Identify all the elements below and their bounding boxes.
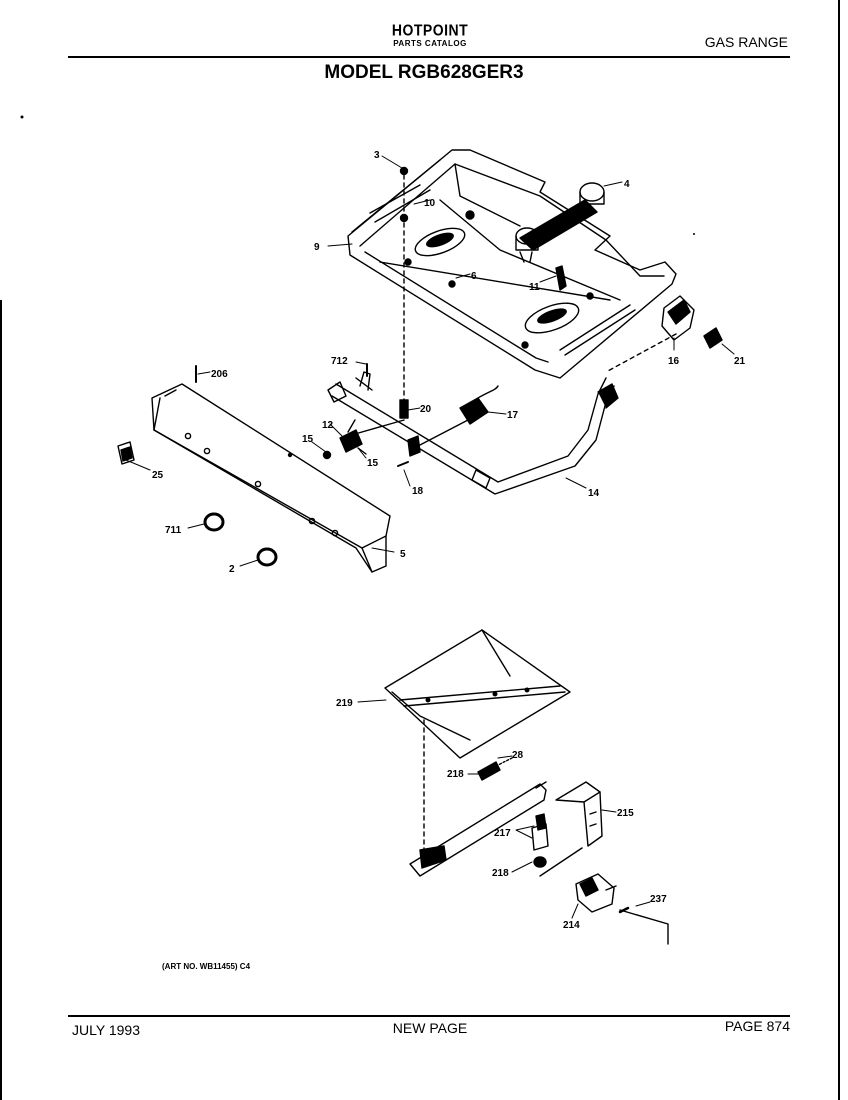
control-panel bbox=[151, 383, 391, 573]
page-edge-right bbox=[838, 0, 840, 1100]
screw bbox=[481, 771, 487, 777]
header-rule bbox=[68, 56, 790, 58]
screw bbox=[399, 166, 409, 176]
callout-21: 21 bbox=[734, 356, 746, 367]
callout-18: 18 bbox=[412, 486, 424, 497]
screw bbox=[397, 461, 409, 467]
callout-711: 711 bbox=[165, 525, 182, 536]
gas-manifold-pipe bbox=[327, 371, 619, 495]
screw bbox=[399, 213, 409, 223]
grommet-ring bbox=[256, 547, 278, 567]
callout-2: 2 bbox=[229, 564, 235, 575]
callout-218: 218 bbox=[447, 769, 464, 780]
scan-speck bbox=[693, 233, 695, 235]
scan-speck bbox=[20, 115, 24, 119]
callout-217: 217 bbox=[494, 828, 511, 839]
callout-12: 12 bbox=[322, 420, 334, 431]
pipe-fitting bbox=[399, 399, 409, 419]
callout-17: 17 bbox=[507, 410, 519, 421]
spark-electrode bbox=[555, 265, 567, 291]
callout-218: 218 bbox=[492, 868, 509, 879]
callout-20: 20 bbox=[420, 404, 432, 415]
callout-15: 15 bbox=[367, 458, 379, 469]
callout-206: 206 bbox=[211, 369, 228, 380]
callout-numbers: 3 4 10 9 6 11 16 21 206 712 20 17 12 15 … bbox=[152, 150, 746, 931]
burner-valve bbox=[339, 419, 405, 455]
assembly-line bbox=[539, 847, 583, 877]
page-edge-left bbox=[0, 300, 2, 1100]
callout-4: 4 bbox=[624, 179, 630, 190]
callout-28: 28 bbox=[512, 750, 524, 761]
catalog-label: PARTS CATALOG bbox=[393, 39, 467, 48]
thermocouple bbox=[618, 906, 669, 945]
callout-11: 11 bbox=[529, 282, 540, 293]
safety-valve bbox=[575, 873, 617, 913]
broiler-burner-baffle bbox=[384, 629, 571, 759]
callout-5: 5 bbox=[400, 549, 406, 560]
burner-bracket bbox=[555, 781, 603, 847]
callout-14: 14 bbox=[588, 488, 600, 499]
valve-knob-screw bbox=[322, 450, 332, 460]
screw bbox=[448, 280, 456, 288]
callout-9: 9 bbox=[314, 242, 320, 253]
oven-switch bbox=[661, 295, 695, 341]
igniter-switch-assembly bbox=[515, 182, 605, 263]
callout-10: 10 bbox=[424, 198, 436, 209]
broiler-burner-tube bbox=[409, 781, 547, 877]
callout-16: 16 bbox=[668, 356, 680, 367]
callout-215: 215 bbox=[617, 808, 634, 819]
nut bbox=[533, 856, 547, 868]
manifold-bracket bbox=[407, 435, 421, 457]
terminal-block bbox=[703, 327, 723, 349]
burner-box-tray bbox=[347, 149, 677, 379]
callout-237: 237 bbox=[650, 894, 667, 905]
art-number: (ART NO. WB11455) C4 bbox=[162, 962, 251, 971]
igniter-holder bbox=[531, 813, 549, 851]
callout-3: 3 bbox=[374, 150, 380, 161]
panel-clip bbox=[117, 441, 135, 465]
footer-date: JULY 1993 bbox=[72, 1022, 140, 1038]
callout-25: 25 bbox=[152, 470, 164, 481]
footer-rule bbox=[68, 1015, 790, 1017]
assembly-line bbox=[605, 333, 677, 373]
product-category: GAS RANGE bbox=[704, 34, 788, 50]
leader-lines bbox=[125, 155, 735, 919]
igniter-spring bbox=[477, 757, 513, 781]
grommet-ring bbox=[203, 512, 225, 532]
footer-status: NEW PAGE bbox=[392, 1020, 468, 1036]
page-number: PAGE 874 bbox=[724, 1018, 790, 1034]
model-title: MODEL RGB628GER3 bbox=[324, 62, 524, 83]
callout-712: 712 bbox=[331, 356, 348, 367]
pressure-regulator bbox=[417, 385, 499, 447]
callout-15: 15 bbox=[302, 434, 314, 445]
callout-214: 214 bbox=[563, 920, 580, 931]
callout-219: 219 bbox=[336, 698, 353, 709]
brand-name: HOTPOINT bbox=[391, 21, 469, 39]
callout-6: 6 bbox=[471, 271, 477, 282]
